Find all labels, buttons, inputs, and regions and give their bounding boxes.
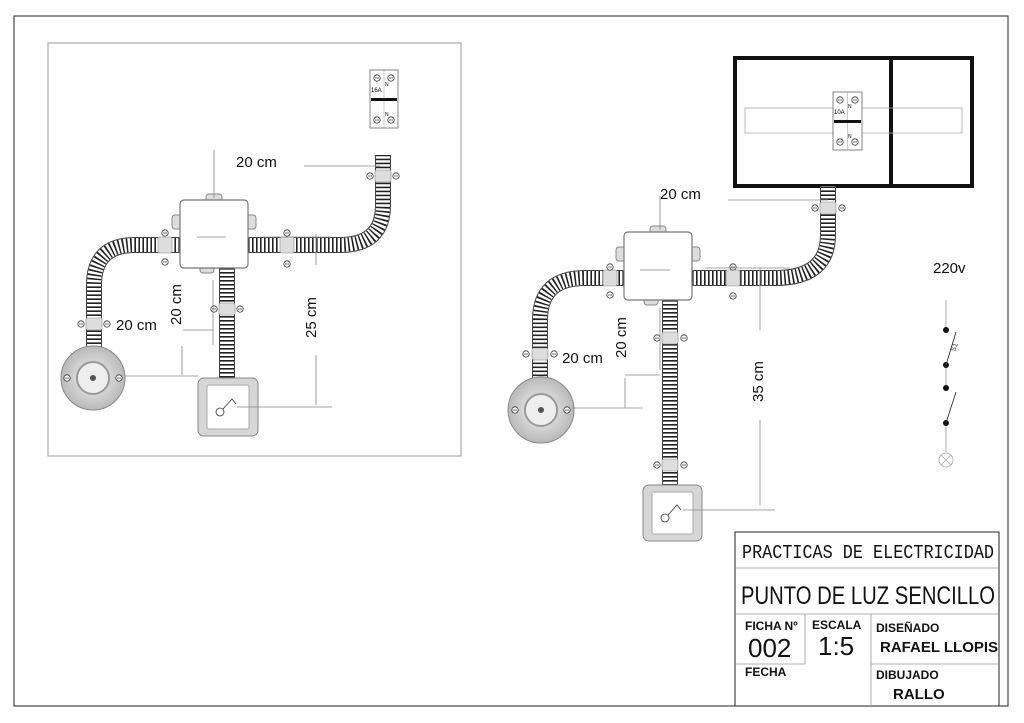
left-breaker: 16A N N (369, 69, 399, 129)
sheet-border (13, 15, 1009, 707)
left-conduits (86, 155, 391, 378)
right-dim-top: 20 cm (660, 186, 701, 203)
right-junction-box (615, 225, 701, 306)
date-label: FECHA (745, 665, 787, 679)
title-block: PRACTICAS DE ELECTRICIDAD PUNTO DE LUZ S… (734, 531, 1000, 707)
right-conduits (532, 186, 836, 485)
left-installation-drawing: 16A N N (47, 42, 462, 457)
left-dim-top: 20 cm (236, 154, 277, 171)
right-installation-drawing: 10A N N (507, 56, 974, 542)
left-dimension-lines (125, 150, 380, 408)
left-clamps (77, 169, 400, 331)
right-dim-vertical: 20 cm (613, 317, 630, 358)
lamp-symbol-icon (938, 452, 954, 468)
left-dim-vertical: 20 cm (168, 284, 185, 325)
drawn-by: RALLO (893, 686, 945, 703)
left-dim-switch-height: 25 cm (303, 297, 320, 338)
right-breaker-rating: 10A (834, 110, 845, 116)
supply-voltage: 220v (933, 260, 966, 277)
left-breaker-rating: 16A (371, 88, 382, 94)
scale-label: ESCALA (812, 618, 862, 632)
right-dimension-lines (572, 196, 828, 511)
left-ceiling-light-point (60, 345, 126, 411)
drawing-title: PUNTO DE LUZ SENCILLO (741, 582, 995, 610)
left-drawing-frame (47, 42, 462, 457)
sheet-label: FICHA Nº (745, 619, 798, 633)
right-dim-switch-height: 35 cm (750, 361, 767, 402)
sheet-number: 002 (748, 633, 791, 663)
left-dim-horizontal: 20 cm (116, 317, 157, 334)
left-light-switch (197, 377, 259, 437)
drawn-label: DIBUJADO (876, 668, 939, 682)
switch-label: S1 (950, 342, 960, 353)
course-title: PRACTICAS DE ELECTRICIDAD (742, 542, 994, 564)
left-breaker-n-bottom: N (385, 112, 389, 118)
left-junction-box (171, 193, 257, 274)
right-breaker-n-bottom: N (848, 134, 852, 140)
right-breaker: 10A N N (832, 91, 863, 151)
designed-label: DISEÑADO (876, 620, 939, 635)
right-breaker-n-top: N (848, 104, 852, 110)
scale-value: 1:5 (818, 631, 854, 661)
designed-by: RAFAEL LLOPIS (880, 639, 998, 656)
right-ceiling-light-point (507, 376, 575, 444)
left-breaker-n-top: N (385, 82, 389, 88)
single-line-schematic: 220v S1 (933, 260, 966, 468)
right-dim-horizontal: 20 cm (562, 350, 603, 367)
right-light-switch (642, 484, 703, 542)
right-clamps (522, 201, 846, 472)
